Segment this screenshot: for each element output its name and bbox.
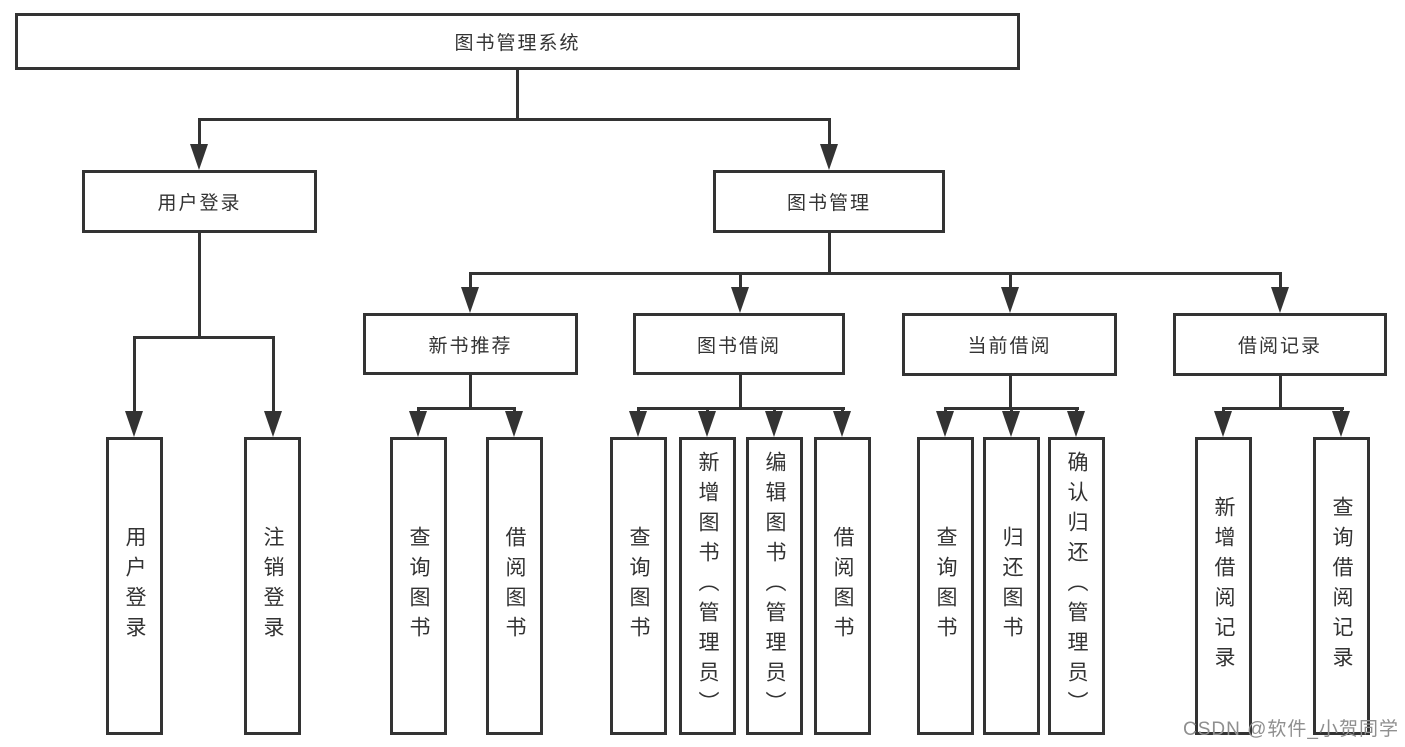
leaf-query-books-recommendation: 查询图书 (390, 437, 447, 735)
leaf-query-books-borrowing: 查询图书 (610, 437, 667, 735)
connector-vline (198, 233, 201, 336)
connector-hline (470, 272, 1282, 275)
leaf-add-borrow-record: 新增借阅记录 (1195, 437, 1252, 735)
node-library-management-system: 图书管理系统 (15, 13, 1020, 70)
node-borrowing-records: 借阅记录 (1173, 313, 1387, 376)
leaf-user-login: 用户登录 (106, 437, 163, 735)
arrowhead-down (190, 144, 208, 170)
arrowhead-down (698, 411, 716, 437)
connector-vline (133, 336, 136, 421)
node-book-management: 图书管理 (713, 170, 945, 233)
connector-hline (418, 407, 516, 410)
arrowhead-down (1067, 411, 1085, 437)
connector-vline (1279, 272, 1282, 292)
connector-vline (469, 375, 472, 407)
connector-hline (1223, 407, 1344, 410)
connector-vline (272, 336, 275, 421)
connector-vline (1009, 376, 1012, 407)
leaf-borrow-books: 借阅图书 (814, 437, 871, 735)
watermark: CSDN @软件_小贺同学 (1183, 719, 1399, 740)
leaf-query-books-current: 查询图书 (917, 437, 974, 735)
arrowhead-down (1332, 411, 1350, 437)
connector-vline (828, 118, 831, 154)
arrowhead-down (125, 411, 143, 437)
leaf-confirm-return-admin: 确认归还（管理员） (1048, 437, 1105, 735)
arrowhead-down (765, 411, 783, 437)
leaf-borrow-books-recommendation: 借阅图书 (486, 437, 543, 735)
node-user-login: 用户登录 (82, 170, 317, 233)
arrowhead-down (629, 411, 647, 437)
leaf-logout-login: 注销登录 (244, 437, 301, 735)
connector-vline (198, 118, 201, 154)
leaf-return-books: 归还图书 (983, 437, 1040, 735)
connector-vline (739, 272, 742, 292)
node-current-borrowing: 当前借阅 (902, 313, 1117, 376)
arrowhead-down (833, 411, 851, 437)
connector-hline (134, 336, 275, 339)
node-new-book-recommendation: 新书推荐 (363, 313, 578, 375)
arrowhead-down (1002, 411, 1020, 437)
arrowhead-down (820, 144, 838, 170)
connector-vline (1009, 272, 1012, 292)
arrowhead-down (1214, 411, 1232, 437)
connector-hline (638, 407, 845, 410)
arrowhead-down (731, 287, 749, 313)
connector-hline (199, 118, 831, 121)
arrowhead-down (1271, 287, 1289, 313)
leaf-edit-books-admin: 编辑图书（管理员） (746, 437, 803, 735)
arrowhead-down (936, 411, 954, 437)
connector-vline (1279, 376, 1282, 407)
arrowhead-down (409, 411, 427, 437)
connector-vline (469, 272, 472, 292)
arrowhead-down (505, 411, 523, 437)
arrowhead-down (461, 287, 479, 313)
arrowhead-down (1001, 287, 1019, 313)
connector-vline (516, 70, 519, 118)
leaf-query-borrow-record: 查询借阅记录 (1313, 437, 1370, 735)
arrowhead-down (264, 411, 282, 437)
leaf-add-books-admin: 新增图书（管理员） (679, 437, 736, 735)
connector-vline (739, 375, 742, 407)
connector-vline (828, 233, 831, 272)
node-book-borrowing: 图书借阅 (633, 313, 845, 375)
